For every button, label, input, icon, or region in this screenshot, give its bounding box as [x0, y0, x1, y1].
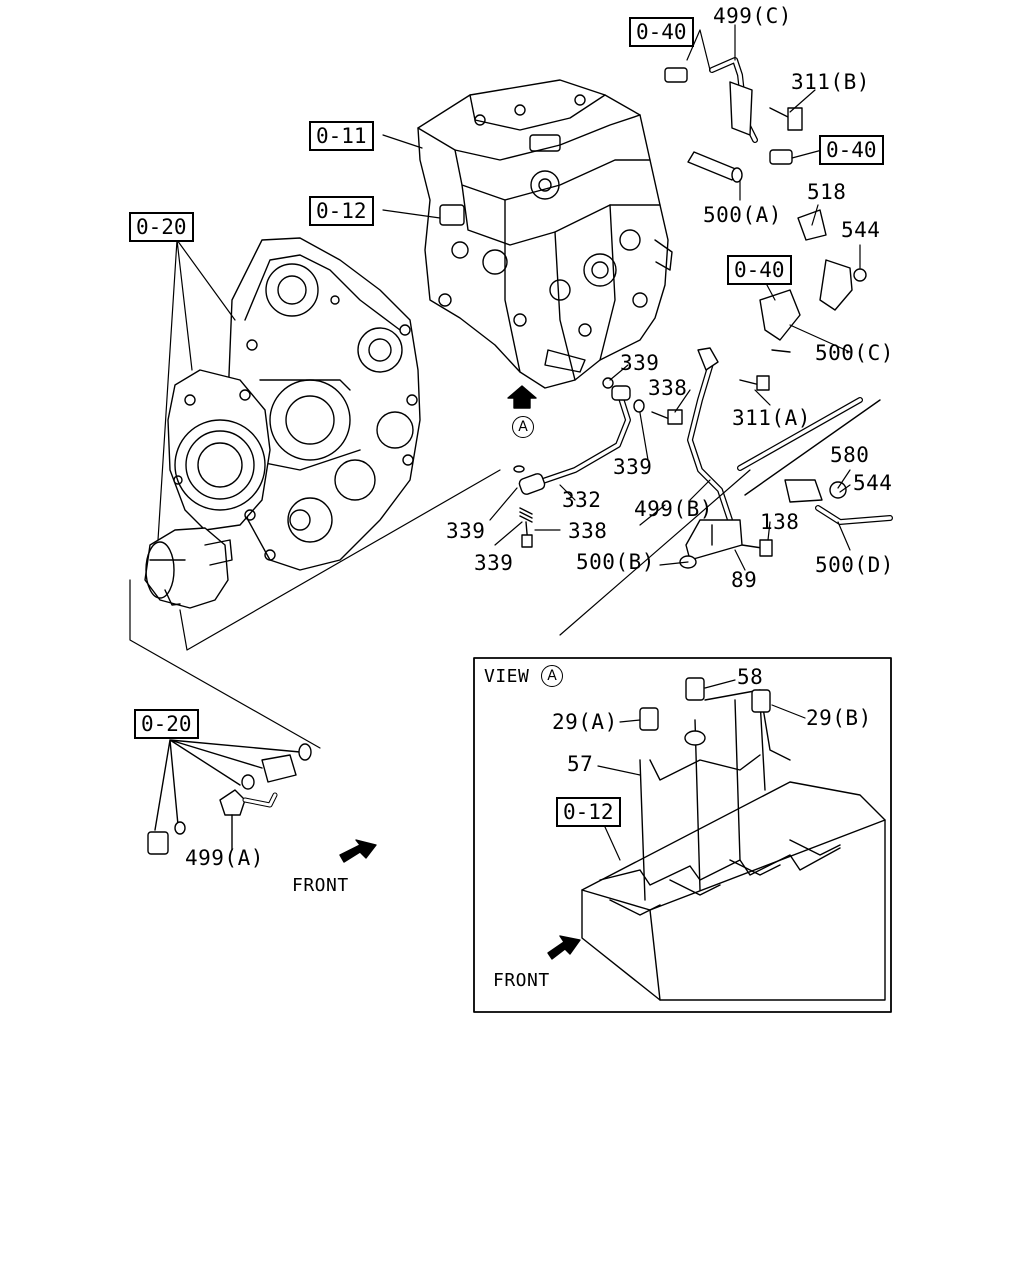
front-label-view: FRONT	[493, 970, 550, 991]
part-label-339-d: 339	[474, 551, 514, 575]
hose-500c-drawing	[737, 397, 893, 525]
part-label-544-mid: 544	[853, 471, 893, 495]
part-label-518: 518	[807, 180, 847, 204]
pump-assembly-drawing	[144, 369, 271, 609]
part-label-500b: 500(B)	[576, 550, 655, 574]
part-label-500a: 500(A)	[703, 203, 782, 227]
ref-box-0-12-view: 0-12	[556, 797, 621, 827]
ref-box-0-12: 0-12	[309, 196, 374, 226]
cylinder-block-drawing	[417, 79, 673, 389]
part-label-338-a: 338	[648, 376, 688, 400]
view-title: VIEW	[484, 666, 530, 687]
timing-case-drawing	[227, 237, 421, 571]
part-label-338-b: 338	[568, 519, 608, 543]
ref-box-0-40-mid: 0-40	[727, 255, 792, 285]
ref-box-0-40-right: 0-40	[819, 135, 884, 165]
part-label-580: 580	[830, 443, 870, 467]
view-a-frame	[473, 657, 892, 1013]
pipe-332-drawing	[513, 377, 683, 548]
part-label-339-c: 339	[446, 519, 486, 543]
pipe-499c-drawing	[664, 57, 867, 353]
part-label-544-top: 544	[841, 218, 881, 242]
part-label-499a: 499(A)	[185, 846, 264, 870]
part-label-58: 58	[737, 665, 764, 689]
view-a-marker: A	[512, 416, 534, 438]
part-label-311b: 311(B)	[791, 70, 870, 94]
part-label-29b: 29(B)	[806, 706, 872, 730]
view-a-leaders	[597, 679, 806, 861]
part-label-500d: 500(D)	[815, 553, 894, 577]
ref-box-0-11: 0-11	[309, 121, 374, 151]
view-a-block-drawing	[547, 677, 886, 1001]
part-label-57: 57	[567, 752, 594, 776]
part-label-138: 138	[760, 510, 800, 534]
view-title-marker: A	[541, 665, 563, 687]
part-label-339-a: 339	[620, 351, 660, 375]
part-label-339-b: 339	[613, 455, 653, 479]
part-label-29a: 29(A)	[552, 710, 618, 734]
part-label-311a: 311(A)	[732, 406, 811, 430]
bottom-left-detail-drawing	[147, 739, 377, 863]
ref-box-0-20-top: 0-20	[129, 212, 194, 242]
front-label-main: FRONT	[292, 875, 349, 896]
part-label-500c: 500(C)	[815, 341, 894, 365]
part-label-89: 89	[731, 568, 758, 592]
part-label-499b: 499(B)	[634, 497, 713, 521]
ref-box-0-40-top: 0-40	[629, 17, 694, 47]
ref-box-0-20-bottom: 0-20	[134, 709, 199, 739]
part-label-332: 332	[562, 488, 602, 512]
view-a-arrow	[507, 385, 537, 409]
part-label-499c: 499(C)	[713, 4, 792, 28]
